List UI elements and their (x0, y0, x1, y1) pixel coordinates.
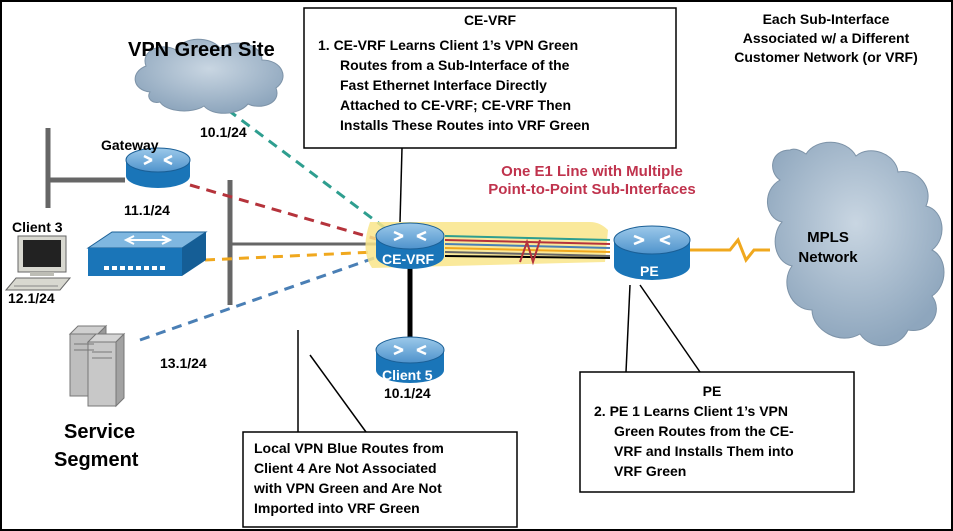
ce-vrf-callout-box (303, 7, 677, 149)
link-pe-mpls (690, 237, 770, 263)
mpls-label-1: MPLS (807, 229, 849, 246)
e1-caption-line2: Point-to-Point Sub-Interfaces (488, 181, 696, 198)
pe-callout-title: PE (703, 383, 722, 399)
ce-vrf-callout-line1: 1. CE-VRF Learns Client 1’s VPN Green (318, 37, 578, 53)
pe-router-label: PE (640, 263, 659, 279)
client5-router-label: Client 5 (382, 367, 433, 383)
ce-vrf-callout-pointer (399, 147, 403, 223)
client5-router-icon[interactable] (375, 336, 445, 383)
gateway-router-icon[interactable] (125, 147, 191, 188)
client3-label: Client 3 (12, 219, 63, 235)
local-routes-callout-box (242, 431, 518, 528)
subinterface-note-line1: Each Sub-Interface (763, 11, 890, 27)
switch-icon[interactable] (86, 231, 208, 276)
link-switch-cevrf (204, 250, 376, 262)
local-callout-line2: Client 4 Are Not Associated (254, 460, 437, 476)
ce-vrf-callout-line2: Routes from a Sub-Interface of the (340, 57, 570, 73)
gateway-label: Gateway (101, 137, 159, 153)
gateway-subnet-label: 11.1/24 (124, 202, 170, 218)
client3-computer-icon[interactable] (4, 235, 72, 291)
ce-vrf-callout-line5: Installs These Routes into VRF Green (340, 117, 590, 133)
pe-callout-line2: Green Routes from the CE- (614, 423, 794, 439)
ce-vrf-callout-line4: Attached to CE-VRF; CE-VRF Then (340, 97, 571, 113)
pe-callout-line4: VRF Green (614, 463, 686, 479)
mpls-label-2: Network (798, 249, 858, 266)
pe-router-icon[interactable] (613, 225, 691, 280)
link-gateway-cevrf (189, 183, 381, 242)
local-callout-pointer-right (309, 354, 367, 433)
service-segment-label-1: Service (64, 421, 135, 443)
vpn-green-cloud-icon (134, 38, 284, 114)
local-callout-line3: with VPN Green and Are Not (253, 480, 442, 496)
vpn-green-site-label: VPN Green Site (128, 39, 275, 61)
subinterface-note-line2: Associated w/ a Different (743, 30, 910, 46)
mpls-cloud-icon (767, 141, 945, 347)
cloud-subnet-label: 10.1/24 (200, 124, 247, 140)
local-callout-line1: Local VPN Blue Routes from (254, 440, 444, 456)
pe-callout-line3: VRF and Installs Them into (614, 443, 794, 459)
server-subnet-label: 13.1/24 (160, 355, 207, 371)
client5-subnet-label: 10.1/24 (384, 385, 431, 401)
pe-callout-pointer-right (639, 284, 701, 373)
pe-callout-box (579, 371, 855, 493)
ce-vrf-callout-line3: Fast Ethernet Interface Directly (340, 77, 547, 93)
client3-subnet-label: 12.1/24 (8, 290, 55, 306)
serial-bolt-icon (519, 238, 541, 266)
e1-caption-line1: One E1 Line with Multiple (501, 163, 683, 180)
subinterface-note-line3: Customer Network (or VRF) (734, 49, 918, 65)
link-server-cevrf (139, 254, 381, 342)
service-segment-label-2: Segment (54, 449, 139, 471)
ce-vrf-router-label: CE-VRF (382, 251, 435, 267)
server-icon[interactable] (68, 324, 126, 408)
ce-vrf-router-icon[interactable] (375, 222, 445, 269)
local-callout-line4: Imported into VRF Green (254, 500, 420, 516)
pe-callout-line1: 2. PE 1 Learns Client 1’s VPN (594, 403, 788, 419)
ce-vrf-callout-title: CE-VRF (464, 12, 517, 28)
pe-callout-pointer-left (625, 284, 631, 373)
